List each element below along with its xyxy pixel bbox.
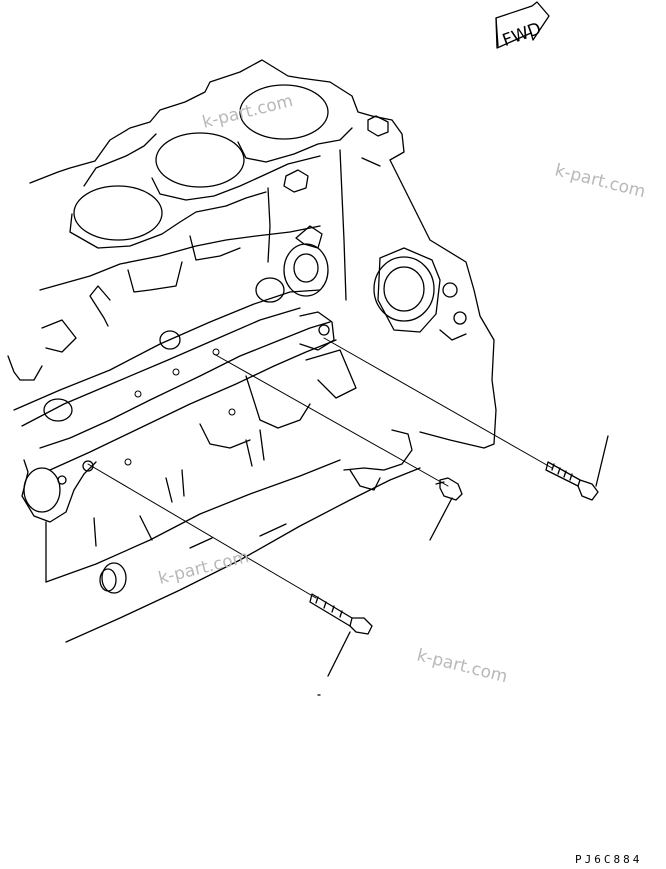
engine-block xyxy=(7,59,497,643)
bolt-1 xyxy=(323,337,609,501)
bolt-1-centerline xyxy=(323,337,553,469)
fwd-arrow-icon: FWD xyxy=(495,1,550,51)
watermark-2: k-part.com xyxy=(553,160,648,202)
bolt-2-leader-line xyxy=(429,497,453,541)
cylinder-bore-1 xyxy=(73,185,163,241)
bolt-1-leader-line xyxy=(595,435,609,487)
cylinder-bore-3 xyxy=(239,84,329,140)
watermark-4: k-part.com xyxy=(415,645,510,687)
bolt-2 xyxy=(213,353,463,541)
bolt-3-leader-line xyxy=(327,631,351,677)
bolt-3-centerline xyxy=(87,463,317,599)
watermark-3: k-part.com xyxy=(156,547,251,589)
rear-seal-boss xyxy=(373,256,435,322)
drawing-code: PJ6C884 xyxy=(575,853,643,866)
fwd-label: FWD xyxy=(500,19,544,51)
cylinder-bore-2 xyxy=(155,132,245,188)
bolt-3 xyxy=(87,463,373,677)
bolt-2-centerline xyxy=(213,353,449,487)
